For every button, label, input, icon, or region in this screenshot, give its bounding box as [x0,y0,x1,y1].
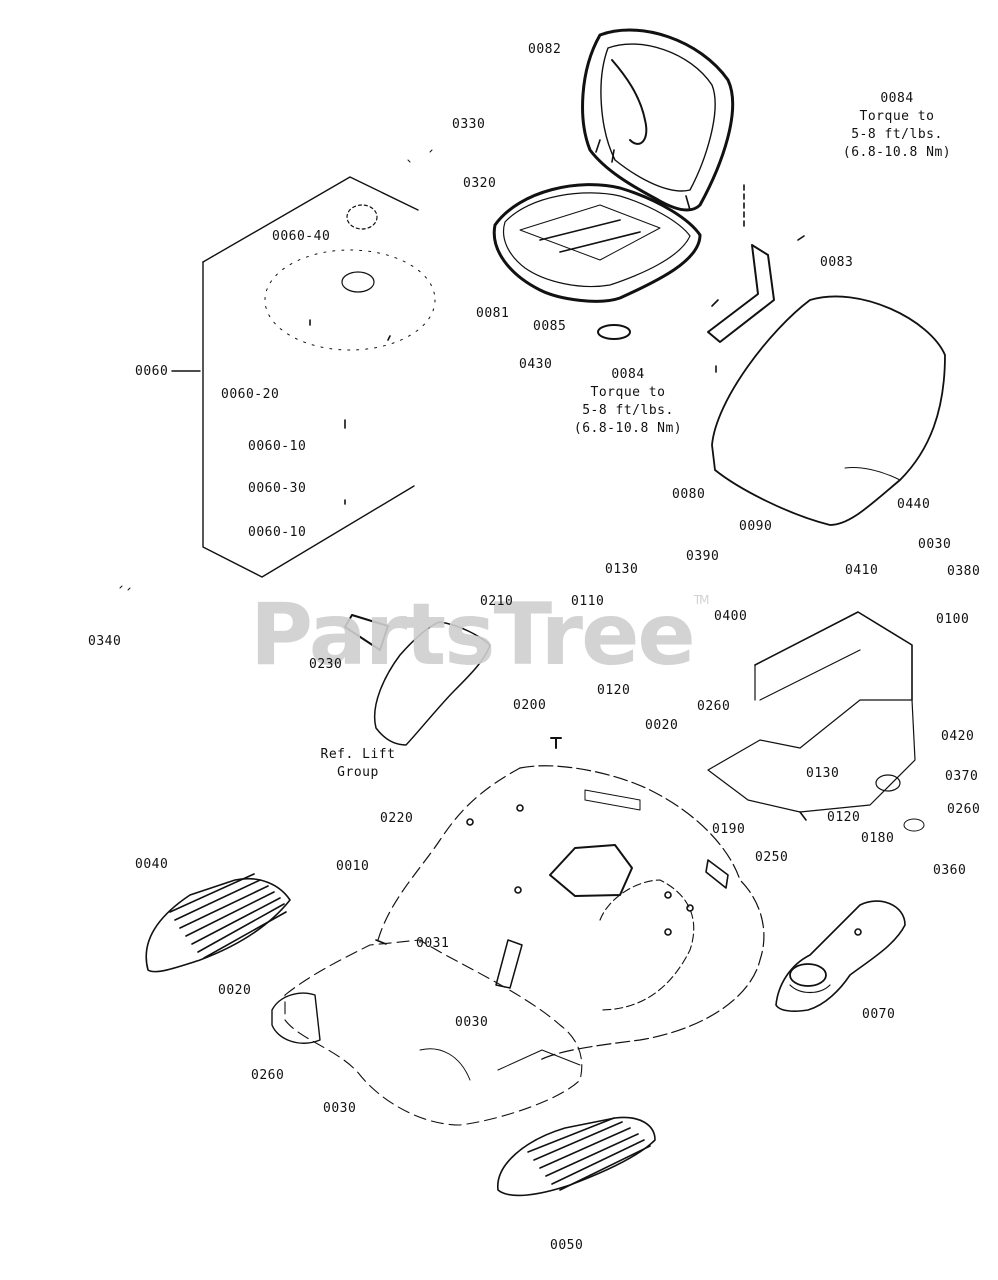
part-label-0260[interactable]: 0260 [251,1068,285,1083]
part-label-0080[interactable]: 0080 [672,487,706,502]
part-label-0030[interactable]: 0030 [455,1015,489,1030]
part-label-0190[interactable]: 0190 [712,822,746,837]
part-label-0130[interactable]: 0130 [605,562,639,577]
part-label-0360[interactable]: 0360 [933,863,967,878]
part-label-0082[interactable]: 0082 [528,42,562,57]
part-label-0260[interactable]: 0260 [947,802,981,817]
part-label-0060-20[interactable]: 0060-20 [221,387,280,402]
part-label-0340[interactable]: 0340 [88,634,122,649]
foot-plate-right [497,1116,656,1197]
part-label-0060-10[interactable]: 0060-10 [248,439,307,454]
bolt-part [550,737,562,749]
part-label-0180[interactable]: 0180 [861,831,895,846]
part-label-0440[interactable]: 0440 [897,497,931,512]
part-label-0230[interactable]: 0230 [309,657,343,672]
part-label-0120[interactable]: 0120 [827,810,861,825]
part-label-0100[interactable]: 0100 [936,612,970,627]
torque-note-part: 0084 [880,91,914,106]
main-frame [375,765,765,1061]
part-label-0220[interactable]: 0220 [380,811,414,826]
part-label-0260[interactable]: 0260 [697,699,731,714]
part-label-0030[interactable]: 0030 [918,537,952,552]
torque-note-upper: 0084 Torque to 5-8 ft/lbs. (6.8-10.8 Nm) [843,90,951,162]
part-label-0090[interactable]: 0090 [739,519,773,534]
part-label-0380[interactable]: 0380 [947,564,981,579]
seat-bracket [707,184,805,373]
part-label-0430[interactable]: 0430 [519,357,553,372]
part-label-0370[interactable]: 0370 [945,769,979,784]
torque-note-lower: 0084 Torque to 5-8 ft/lbs. (6.8-10.8 Nm) [574,366,682,438]
panel-part [707,611,925,832]
fender-pad [344,614,389,651]
part-label-0250[interactable]: 0250 [755,850,789,865]
part-label-0070[interactable]: 0070 [862,1007,896,1022]
part-label-0130[interactable]: 0130 [806,766,840,781]
torque-note-line3: (6.8-10.8 Nm) [842,145,952,160]
part-label-0330[interactable]: 0330 [452,117,486,132]
lift-plate [374,621,491,746]
seat-back-cushion [581,28,735,212]
torque-note-line1: Torque to [859,109,935,124]
part-label-0030[interactable]: 0030 [323,1101,357,1116]
bracket-0060-group [171,176,436,578]
footrest-pan [271,939,583,1126]
part-label-0410[interactable]: 0410 [845,563,879,578]
watermark-text: PartsTree [250,585,696,685]
part-label-0120[interactable]: 0120 [597,683,631,698]
ref-lift-group-note: Ref. Lift Group [321,746,396,782]
part-label-0060[interactable]: 0060 [135,364,169,379]
part-label-0400[interactable]: 0400 [714,609,748,624]
part-label-0060-30[interactable]: 0060-30 [248,481,307,496]
part-label-0420[interactable]: 0420 [941,729,975,744]
part-label-0200[interactable]: 0200 [513,698,547,713]
trademark-mark: TM [693,593,710,607]
ref-lift-line2: Group [337,765,379,780]
seat-pan [492,183,702,303]
part-label-0010[interactable]: 0010 [336,859,370,874]
part-label-0040[interactable]: 0040 [135,857,169,872]
part-label-0060-10[interactable]: 0060-10 [248,525,307,540]
torque-note-line2: 5-8 ft/lbs. [582,403,674,418]
part-label-0020[interactable]: 0020 [645,718,679,733]
foot-plate-left [145,873,291,973]
part-label-0031[interactable]: 0031 [416,936,450,951]
part-label-0081[interactable]: 0081 [476,306,510,321]
torque-note-line1: Torque to [590,385,666,400]
torque-note-line3: (6.8-10.8 Nm) [573,421,683,436]
part-label-0210[interactable]: 0210 [480,594,514,609]
part-label-0060-40[interactable]: 0060-40 [272,229,331,244]
washer-part [597,324,631,340]
part-label-0050[interactable]: 0050 [550,1238,584,1253]
torque-note-part: 0084 [611,367,645,382]
partstree-watermark: PartsTreeTM [250,585,710,685]
ref-lift-line1: Ref. Lift [320,747,396,762]
part-label-0085[interactable]: 0085 [533,319,567,334]
part-label-0110[interactable]: 0110 [571,594,605,609]
part-label-0020[interactable]: 0020 [218,983,252,998]
bracket-0070 [775,900,906,1012]
seat-cover [711,295,946,526]
part-label-0390[interactable]: 0390 [686,549,720,564]
torque-note-line2: 5-8 ft/lbs. [851,127,943,142]
part-label-0083[interactable]: 0083 [820,255,854,270]
part-label-0320[interactable]: 0320 [463,176,497,191]
